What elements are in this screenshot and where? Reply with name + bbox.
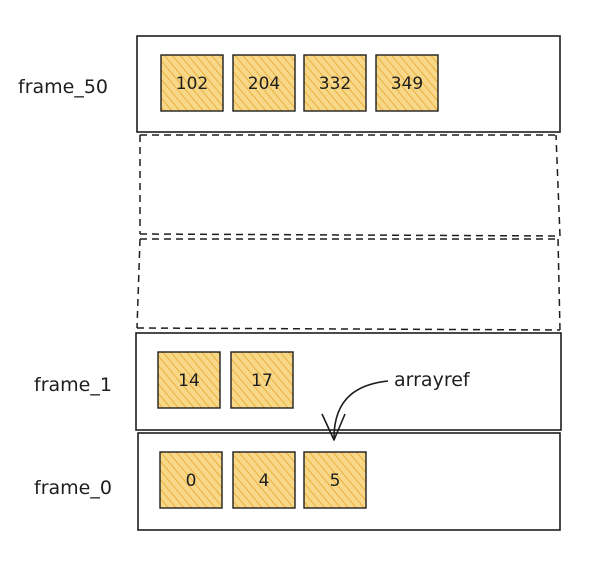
frame-1-label: frame_1 [34, 374, 112, 396]
elided-frames [136, 134, 561, 331]
cell-value: 332 [319, 74, 351, 94]
frame-0-cell: 5 [303, 451, 367, 509]
frame-50: frame_50 102 204 332 349 [18, 35, 561, 133]
frame-1-cell: 17 [230, 351, 294, 409]
frame-0-cell: 0 [159, 451, 223, 509]
cell-value: 102 [176, 74, 208, 94]
frame-1-box [135, 332, 562, 431]
cell-value: 0 [186, 471, 197, 491]
frame-0-cell: 4 [232, 451, 296, 509]
cell-value: 349 [391, 74, 423, 94]
frame-50-cell: 332 [303, 54, 367, 112]
frame-1-cell: 14 [157, 351, 221, 409]
frame-0: frame_0 0 4 5 [34, 432, 561, 531]
frame-50-cell: 204 [232, 54, 296, 112]
cell-value: 14 [178, 371, 200, 391]
frame-0-label: frame_0 [34, 477, 112, 499]
frame-50-label: frame_50 [18, 76, 108, 98]
cell-value: 5 [330, 471, 341, 491]
arrayref-annotation: arrayref [321, 369, 471, 441]
curved-arrow-icon [321, 380, 389, 441]
frame-50-cell: 349 [375, 54, 439, 112]
frame-50-cell: 102 [160, 54, 224, 112]
frame-50-box [136, 35, 561, 133]
arrayref-label: arrayref [394, 369, 471, 391]
cell-value: 4 [259, 471, 270, 491]
frame-0-box [137, 432, 561, 531]
elided-frame-box [136, 238, 561, 331]
cell-value: 17 [251, 371, 273, 391]
cell-value: 204 [248, 74, 280, 94]
elided-frame-box [139, 134, 561, 237]
frame-1: frame_1 14 17 [34, 332, 562, 431]
